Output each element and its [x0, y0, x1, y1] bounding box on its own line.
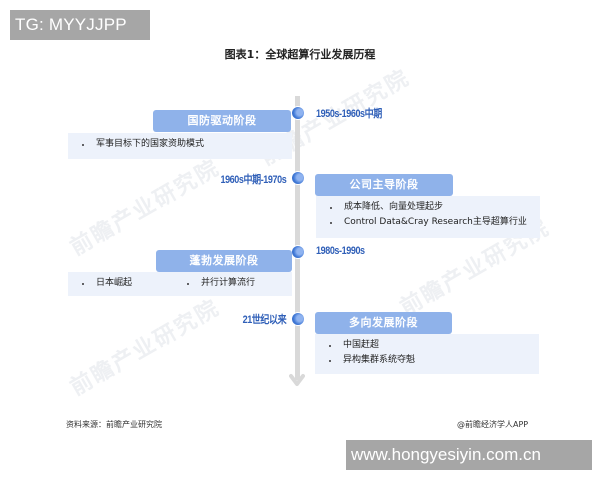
- tg-watermark-badge: TG: MYYJJPP: [10, 10, 150, 40]
- stage-header: 蓬勃发展阶段: [156, 250, 292, 272]
- stage-body: 军事目标下的国家资助模式: [68, 133, 292, 159]
- stage-header: 公司主导阶段: [315, 174, 453, 196]
- stage-item: Control Data&Cray Research主导超算行业: [328, 215, 540, 230]
- figure-title: 图表1：全球超算行业发展历程: [224, 48, 376, 61]
- site-watermark-badge: www.hongyesiyin.com.cn: [346, 440, 592, 470]
- stage-header: 国防驱动阶段: [153, 110, 291, 132]
- period-label: 1950s-1960s中期: [316, 108, 382, 120]
- stage-item: 日本崛起: [80, 276, 185, 291]
- timeline-axis: [295, 96, 300, 380]
- stage-header: 多向发展阶段: [315, 312, 452, 334]
- period-label: 21世纪以来: [242, 314, 286, 326]
- stage-item: 军事目标下的国家资助模式: [80, 137, 292, 152]
- stage-item: 异构集群系统夺魁: [327, 353, 539, 368]
- stage-item: 中国赶超: [327, 338, 539, 353]
- stage-item: 成本降低、向量处理起步: [328, 200, 540, 215]
- period-label: 1960s中期-1970s: [220, 174, 286, 186]
- stage-body: 日本崛起 并行计算流行: [68, 272, 292, 296]
- watermark: 前瞻产业研究院: [66, 295, 225, 401]
- timeline-dot: [292, 246, 304, 258]
- period-label: 1980s-1990s: [316, 245, 365, 257]
- watermark: 前瞻产业研究院: [66, 155, 225, 261]
- timeline-dot: [292, 107, 304, 119]
- stage-body: 成本降低、向量处理起步 Control Data&Cray Research主导…: [316, 196, 540, 238]
- timeline-dot: [292, 172, 304, 184]
- source-note: 资料来源：前瞻产业研究院: [66, 420, 162, 429]
- timeline-dot: [292, 313, 304, 325]
- credit-note: @前瞻经济学人APP: [457, 420, 529, 429]
- arrow-down-icon: [289, 374, 305, 386]
- stage-body: 中国赶超 异构集群系统夺魁: [315, 334, 539, 374]
- stage-item: 并行计算流行: [185, 276, 290, 291]
